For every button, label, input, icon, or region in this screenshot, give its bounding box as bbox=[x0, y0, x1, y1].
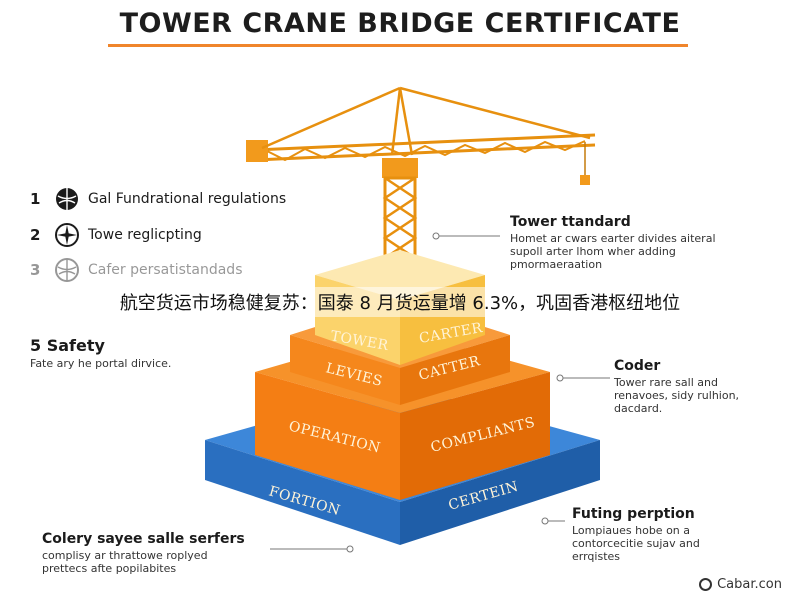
callout-heading: Tower ttandard bbox=[510, 214, 631, 230]
page-title: TOWER CRANE BRIDGE CERTIFICATE bbox=[119, 8, 681, 39]
footer-logo: Cabar.con bbox=[699, 577, 782, 592]
list-label: Towe reglicpting bbox=[88, 227, 202, 243]
crane-ties bbox=[261, 86, 591, 156]
list-number: 3 bbox=[30, 261, 41, 279]
callout-heading: Futing perption bbox=[572, 506, 695, 522]
list-label: Gal Fundrational regulations bbox=[88, 191, 287, 207]
callout-line: supoll arter lhom wher adding bbox=[510, 245, 676, 258]
list-number: 1 bbox=[30, 190, 41, 208]
safety-heading: 5 Safety bbox=[30, 336, 171, 355]
compass-icon bbox=[55, 223, 79, 247]
title-underline bbox=[108, 44, 688, 47]
callout-line: errqistes bbox=[572, 550, 621, 563]
callout-tower-standard: Tower ttandard Homet ar cwars earter div… bbox=[510, 214, 780, 271]
callout-line: renavoes, sidy rulhion, bbox=[614, 389, 740, 402]
list-number: 2 bbox=[30, 226, 41, 244]
globe-icon bbox=[56, 188, 78, 210]
callout-line: Lompiaues hobe on a bbox=[572, 524, 691, 537]
crane-hook bbox=[580, 142, 590, 185]
callout-line: Tower rare sall and bbox=[614, 376, 718, 389]
callout-line: pmormaeraation bbox=[510, 258, 603, 271]
footer-logo-text: Cabar.con bbox=[717, 577, 782, 592]
safety-description: Fate ary he portal dirvice. bbox=[30, 357, 172, 370]
list-item-1: 1 Gal Fundrational regulations bbox=[30, 186, 286, 212]
callout-line: Homet ar cwars earter divides aiteral bbox=[510, 232, 716, 245]
callout-heading: Colery sayee salle serfers bbox=[42, 531, 245, 547]
safety-number: 5 bbox=[30, 336, 42, 355]
globe-icon bbox=[55, 258, 79, 282]
safety-title: Safety bbox=[46, 336, 105, 355]
crane-mast bbox=[382, 158, 418, 262]
counterweight bbox=[246, 140, 268, 162]
callout-futing-perption: Futing perption Lompiaues hobe on a cont… bbox=[572, 506, 772, 563]
callout-connectors bbox=[270, 232, 610, 553]
list-item-3: 3 Cafer persatistandads bbox=[30, 257, 243, 283]
crane-jib bbox=[254, 133, 596, 162]
list-label: Cafer persatistandads bbox=[88, 262, 243, 278]
safety-section: 5 Safety Fate ary he portal dirvice. bbox=[30, 336, 171, 370]
callout-heading: Coder bbox=[614, 358, 661, 374]
callout-colery: Colery sayee salle serfers complisy ar t… bbox=[42, 531, 282, 575]
callout-line: dacdard. bbox=[614, 402, 663, 415]
callout-line: complisy ar thrattowe roplyed bbox=[42, 549, 208, 562]
callout-line: contorcecitie sujav and bbox=[572, 537, 700, 550]
news-headline-banner: 航空货运市场稳健复苏：国泰 8 月货运量增 6.3%，巩固香港枢纽地位 bbox=[0, 287, 800, 317]
list-item-2: 2 Towe reglicpting bbox=[30, 222, 202, 248]
callout-coder: Coder Tower rare sall and renavoes, sidy… bbox=[614, 358, 784, 415]
callout-line: prettecs afte popilabites bbox=[42, 562, 177, 575]
logo-icon bbox=[699, 578, 713, 591]
